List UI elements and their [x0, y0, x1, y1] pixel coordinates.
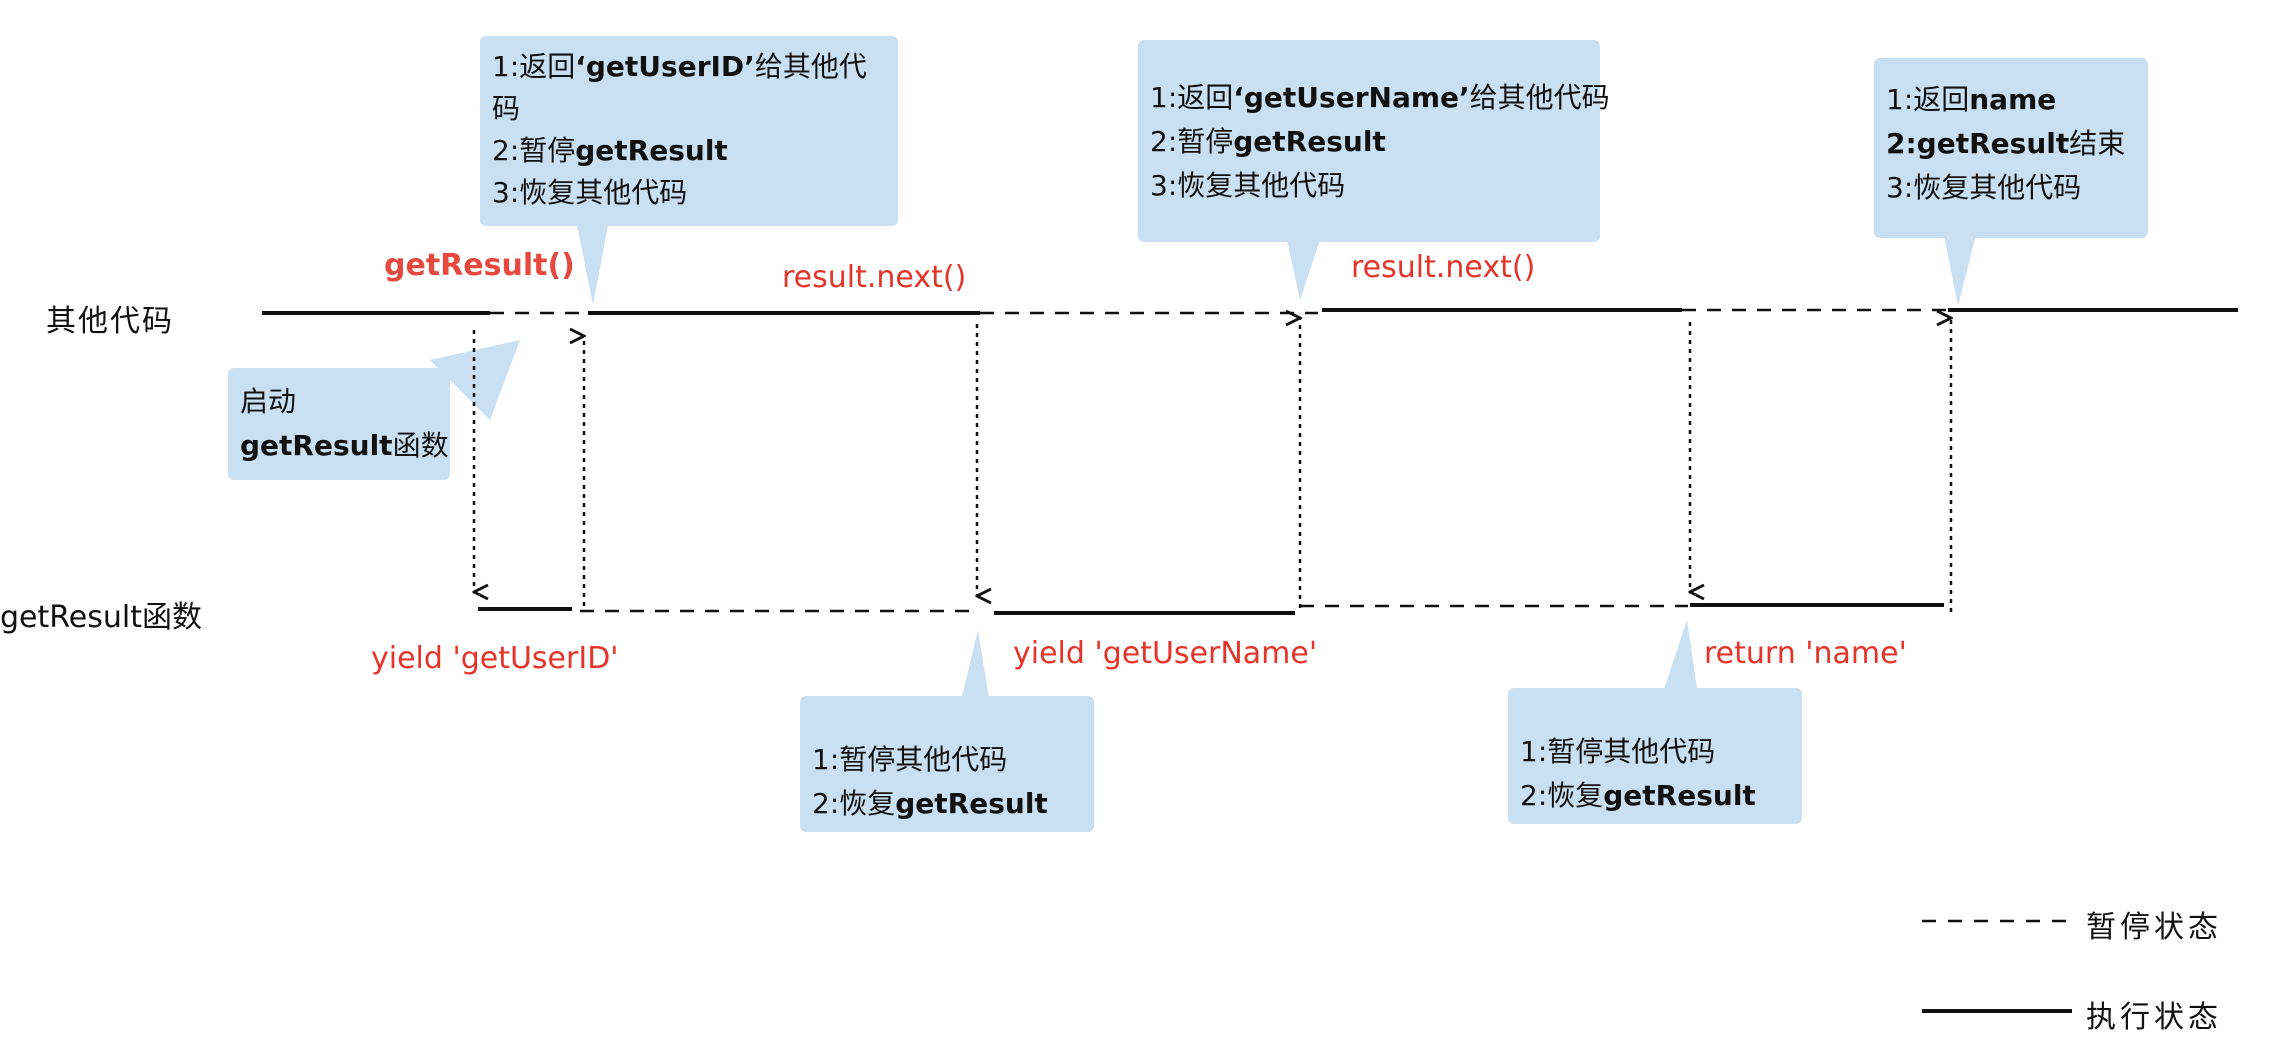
label-yield-getuserid: yield 'getUserID' — [371, 641, 619, 676]
lane-label-getresult: getResult函数 — [0, 600, 202, 635]
callout-line: 3:恢复其他代码 — [1150, 169, 1346, 202]
callout-resume-getresult-1: 1:暂停其他代码 2:恢复getResult — [800, 696, 1094, 832]
callout-pointer — [430, 340, 520, 420]
callout-line: 3:恢复其他代码 — [492, 176, 688, 209]
callout-text: 给其他代码 — [492, 50, 867, 125]
callout-line: 1:返回‘getUserID’给其他代码 — [492, 46, 888, 130]
label-yield-getusername: yield 'getUserName' — [1013, 636, 1318, 671]
callout-pointer — [960, 630, 990, 705]
callout-line: 2:getResult结束 — [1886, 122, 2148, 166]
top-lane — [262, 308, 2238, 315]
callout-text: 2:暂停 — [1150, 125, 1234, 158]
callout-yield-getuserid: 1:返回‘getUserID’给其他代码 2:暂停getResult 3:恢复其… — [480, 36, 898, 226]
callout-text: getResult — [575, 134, 728, 167]
callout-text: getResult — [1233, 125, 1386, 158]
lane-label-other-code: 其他代码 — [46, 304, 174, 339]
callout-pointers — [430, 225, 1976, 705]
callout-line: 启动 — [240, 385, 297, 418]
callout-line: 1:返回‘getUserName’给其他代码 — [1150, 76, 1610, 120]
callout-pointer — [577, 225, 608, 305]
callout-text: 1:返回 — [1886, 83, 1970, 116]
label-next-1: result.next() — [782, 260, 967, 295]
callout-text: 2:恢复 — [1520, 779, 1604, 812]
label-next-2: result.next() — [1351, 250, 1536, 285]
callout-line: 2:暂停getResult — [492, 130, 898, 172]
callout-text: getResult — [895, 787, 1048, 820]
callout-line: 1:返回name — [1886, 78, 2148, 122]
callout-line: 2:暂停getResult — [1150, 120, 1600, 164]
callout-text: 函数 — [392, 429, 449, 462]
callout-text: 2:恢复 — [812, 787, 896, 820]
legend-lines — [1922, 919, 2072, 1013]
callout-text: getResult — [1603, 779, 1756, 812]
callout-text: 1:返回 — [1150, 81, 1234, 114]
callout-text: name — [1969, 83, 2057, 116]
callout-line: getResult函数 — [240, 424, 450, 468]
callout-line: 1:暂停其他代码 — [812, 743, 1008, 776]
legend-running-label: 执行状态 — [2086, 1000, 2222, 1035]
callout-line: 1:暂停其他代码 — [1520, 735, 1716, 768]
callout-text: ‘getUserName’ — [1233, 81, 1470, 114]
legend-paused-label: 暂停状态 — [2086, 910, 2222, 945]
callout-yield-getusername: 1:返回‘getUserName’给其他代码 2:暂停getResult 3:恢… — [1138, 40, 1610, 242]
callout-text: ‘getUserID’ — [575, 50, 755, 83]
transfer-arrows — [474, 318, 1951, 612]
callout-resume-getresult-2: 1:暂停其他代码 2:恢复getResult — [1508, 688, 1802, 824]
callout-text: 给其他代码 — [1469, 81, 1610, 114]
callout-return-name: 1:返回name 2:getResult结束 3:恢复其他代码 — [1874, 58, 2148, 238]
label-return-name: return 'name' — [1704, 636, 1907, 671]
callout-text: 2:暂停 — [492, 134, 576, 167]
callout-text: getResult — [240, 429, 393, 462]
callout-text: 1:返回 — [492, 50, 576, 83]
callout-text: 结束 — [2069, 127, 2126, 160]
callout-text: 2:getResult — [1886, 127, 2070, 160]
label-call-getresult: getResult() — [384, 248, 575, 283]
callout-line: 3:恢复其他代码 — [1886, 171, 2082, 204]
bottom-lane — [478, 603, 1944, 615]
callout-pointer — [1944, 235, 1976, 306]
callout-line: 2:恢复getResult — [1520, 774, 1802, 818]
callout-pointer — [1287, 240, 1320, 300]
callout-pointer — [1662, 620, 1698, 695]
callout-line: 2:恢复getResult — [812, 782, 1094, 826]
callout-start-getresult: 启动 getResult函数 — [228, 368, 450, 480]
